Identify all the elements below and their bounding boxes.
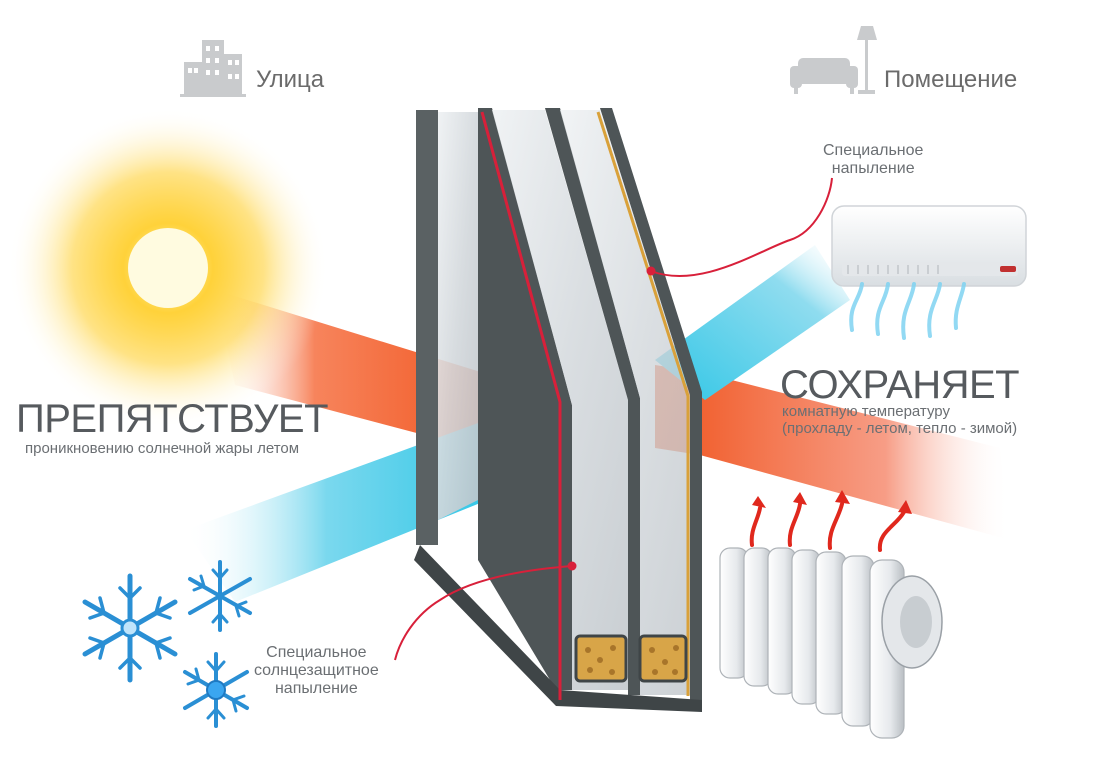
snowflake-icon — [82, 573, 178, 683]
special-coating-label: Специальное напыление — [823, 142, 923, 179]
snowflake-icon — [188, 560, 252, 632]
window-unit — [414, 108, 702, 712]
city-buildings-icon — [180, 40, 246, 97]
inside-label: Помещение — [884, 66, 1018, 93]
blocks-heat-heading: ПРЕПЯТСТВУЕТ — [16, 397, 329, 441]
heat-band-inside — [655, 365, 1010, 540]
special-coating-line-2: напыление — [831, 160, 915, 178]
sun-protection-coating-label: Специальное солнцезащитное напыление — [254, 644, 379, 698]
air-conditioner-icon — [831, 205, 1027, 340]
outside-label: Улица — [256, 66, 325, 93]
coating-pointer-top — [646, 177, 833, 277]
keeps-temperature-line-1: комнатную температуру — [782, 403, 950, 420]
blocks-heat-description: проникновению солнечной жары летом — [25, 440, 300, 457]
heat-arrows — [749, 502, 906, 552]
cold-band-inside — [655, 245, 850, 400]
sun-icon — [8, 108, 328, 428]
special-coating-line-1: Специальное — [823, 142, 924, 159]
snowflake-icon — [183, 652, 249, 728]
keeps-temperature-line-2: (прохладу - летом, тепло - зимой) — [782, 419, 1018, 437]
keeps-temperature-description: комнатную температуру (прохладу - летом,… — [782, 403, 1018, 437]
sun-coating-line-2: солнцезащитное — [254, 661, 379, 679]
radiator-icon — [719, 490, 943, 739]
sun-coating-line-3: напыление — [274, 679, 358, 697]
keeps-temperature-heading: СОХРАНЯЕТ — [780, 363, 1020, 407]
sofa-lamp-icon — [790, 26, 877, 94]
sun-coating-line-1: Специальное — [266, 644, 367, 661]
cool-air-flow — [849, 282, 966, 340]
coating-pointer-bottom — [394, 561, 577, 661]
